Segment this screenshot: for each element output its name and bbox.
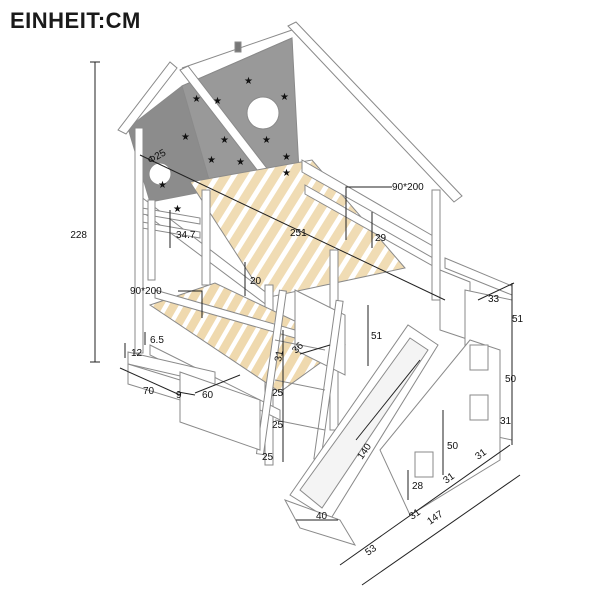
star-icon: ★ (262, 135, 271, 146)
dim-slide-width: 40 (316, 511, 328, 522)
dim-lower-guard-height: 51 (371, 331, 383, 342)
star-icon: ★ (280, 92, 289, 103)
dim-total-length: 147 (425, 509, 445, 528)
star-icon: ★ (220, 135, 229, 146)
unit-label: EINHEIT:CM (10, 8, 141, 33)
stair-cubby-1 (469, 344, 489, 371)
dim-drawer-clearance: 6.5 (150, 335, 164, 346)
stair-cubby-3 (414, 451, 434, 478)
round-window (246, 96, 280, 130)
dim-ladder-gap-top: 20 (250, 276, 262, 287)
star-icon: ★ (282, 168, 291, 179)
star-icon: ★ (213, 96, 222, 107)
dim-stair-step-height: 31 (500, 416, 512, 427)
dim-total-height: 228 (70, 230, 87, 241)
post-back-left (134, 127, 144, 354)
dim-drawer-depth: 70 (143, 386, 155, 397)
dim-upper-rail-height: 29 (375, 233, 387, 244)
star-icon: ★ (158, 180, 167, 191)
dim-stair-bottom-step: 28 (412, 481, 424, 492)
chimney (234, 41, 242, 53)
roof-rafter-left (117, 61, 178, 135)
star-icon: ★ (181, 132, 190, 143)
stair-front (379, 339, 501, 516)
dim-ladder-step-1: 31 (273, 349, 286, 362)
ladder-rail-left (255, 289, 287, 456)
post-left-2 (147, 199, 156, 281)
dim-drawer-height: 12 (131, 348, 143, 359)
dim-lower-mattress: 90*200 (130, 286, 162, 297)
dim-ladder-step-2: 25 (272, 388, 284, 399)
star-icon: ★ (192, 94, 201, 105)
stair-cubby-2 (469, 394, 489, 421)
post-right-2 (201, 189, 211, 286)
dim-drawer-gap: 9 (176, 390, 182, 401)
dim-stair-rail-height: 51 (512, 314, 524, 325)
dim-drawer-width: 60 (202, 390, 214, 401)
dim-stair-section-height: 50 (505, 374, 517, 385)
tent-stars: ★ ★ ★ ★ ★ ★ ★ ★ ★ ★ ★ ★ ★ (158, 76, 291, 215)
dimension-lines (90, 61, 521, 586)
drawer-side (127, 363, 181, 401)
star-icon: ★ (207, 155, 216, 166)
round-window-side (148, 162, 172, 186)
slide-base (283, 499, 357, 546)
dim-ladder-step-3: 25 (272, 420, 284, 431)
dim-ladder-step-4: 25 (262, 452, 274, 463)
star-icon: ★ (236, 157, 245, 168)
dim-upper-mattress: 90*200 (392, 182, 424, 193)
dim-diagonal-length: 251 (290, 228, 307, 239)
star-icon: ★ (244, 76, 253, 87)
dim-stair-inner-height: 50 (447, 441, 459, 452)
star-icon: ★ (173, 204, 182, 215)
slide-bed (299, 337, 429, 509)
post-right-1 (431, 189, 441, 301)
upper-slats (189, 159, 406, 299)
bed-frame (117, 21, 513, 546)
dim-stair-top-depth: 33 (488, 294, 500, 305)
dim-slide-base: 53 (363, 543, 379, 559)
dim-tent-side-height: 34.7 (176, 230, 196, 241)
star-icon: ★ (282, 152, 291, 163)
roof-rafter-front (287, 21, 463, 203)
